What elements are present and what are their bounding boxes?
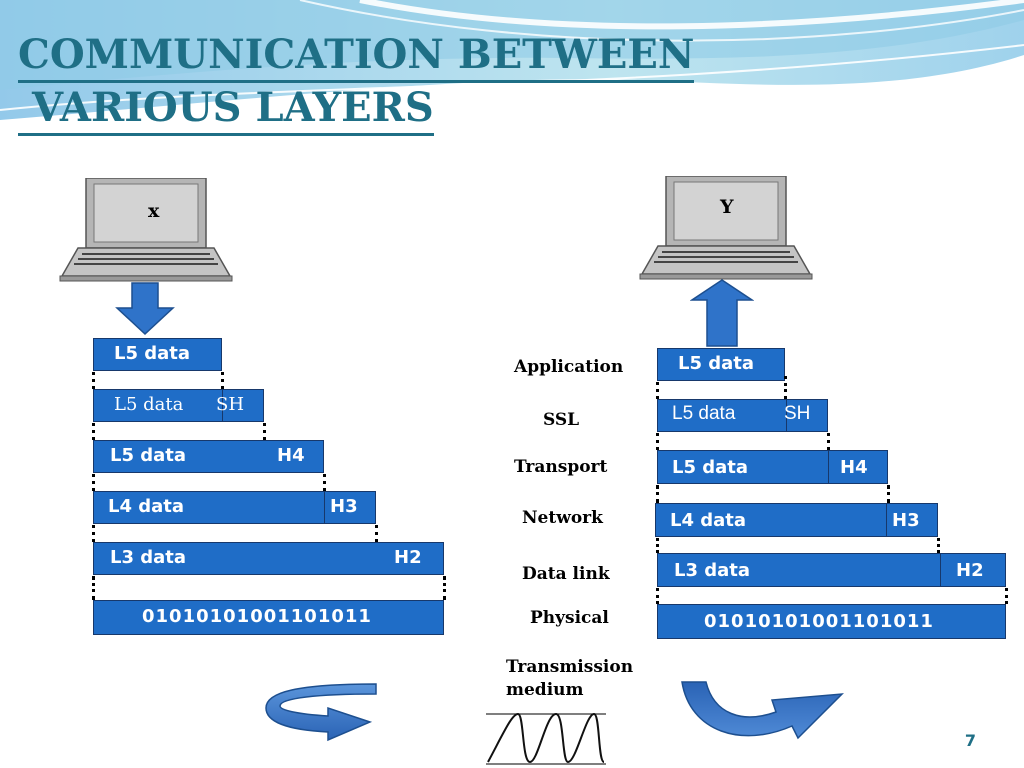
left-dots xyxy=(375,525,378,542)
right-dots xyxy=(1005,588,1008,604)
left-ssl-hdr: SH xyxy=(216,394,245,415)
layer-label-network: Network xyxy=(522,508,603,528)
left-dots xyxy=(92,372,95,389)
left-ssl-data: L5 data xyxy=(114,394,184,415)
right-ssl-data: L5 data xyxy=(672,403,736,424)
left-datalink-data: L3 data xyxy=(110,547,187,568)
left-dots xyxy=(92,423,95,440)
left-network-sep xyxy=(324,492,325,523)
left-network-data: L4 data xyxy=(108,496,185,517)
transmission-wave-icon xyxy=(486,712,606,765)
title-line-1: COMMUNICATION BETWEEN xyxy=(18,30,695,83)
left-dots xyxy=(92,525,95,542)
title-line-2: VARIOUS LAYERS xyxy=(18,83,434,136)
header-wave-decoration xyxy=(0,0,1024,120)
host-x-label: x xyxy=(148,200,160,222)
right-ssl-box: L5 data SH xyxy=(657,399,828,432)
right-ssl-hdr: SH xyxy=(784,403,811,424)
right-dots xyxy=(937,538,940,553)
left-datalink-hdr: H2 xyxy=(394,547,422,568)
right-dots xyxy=(887,485,890,503)
laptop-y-icon xyxy=(639,176,813,280)
left-transport-hdr: H4 xyxy=(277,445,305,466)
host-y-label: Y xyxy=(720,196,734,218)
left-network-box: L4 data H3 xyxy=(93,491,376,524)
layer-label-ssl: SSL xyxy=(543,410,580,430)
left-dots xyxy=(92,576,95,600)
right-dots xyxy=(656,485,659,503)
left-transport-box: L5 data H4 xyxy=(93,440,324,473)
layer-label-datalink: Data link xyxy=(522,564,610,584)
right-network-sep xyxy=(886,504,887,536)
right-datalink-data: L3 data xyxy=(674,560,751,581)
curved-arrow-right-icon xyxy=(265,683,377,742)
right-ssl-sep xyxy=(786,400,787,431)
left-dots xyxy=(323,474,326,491)
right-network-hdr: H3 xyxy=(892,510,920,531)
left-ssl-box: L5 data SH xyxy=(93,389,264,422)
medium-label-line1: Transmission xyxy=(506,657,634,677)
medium-label: Transmission medium xyxy=(506,656,633,702)
right-datalink-sep xyxy=(940,554,941,586)
right-dots xyxy=(656,433,659,450)
right-dots xyxy=(784,376,787,399)
left-dots xyxy=(221,372,224,389)
page-title: COMMUNICATION BETWEEN VARIOUS LAYERS xyxy=(18,30,695,136)
left-datalink-box: L3 data H2 xyxy=(93,542,444,575)
right-physical-box: 01010101001101011 xyxy=(657,604,1006,639)
right-transport-hdr: H4 xyxy=(840,457,868,478)
page-number: 7 xyxy=(964,731,976,750)
arrow-up-icon xyxy=(690,279,754,347)
right-network-box: L4 data H3 xyxy=(655,503,938,537)
left-dots xyxy=(263,423,266,440)
left-dots xyxy=(92,474,95,491)
right-l5-box: L5 data xyxy=(657,348,785,381)
right-datalink-hdr: H2 xyxy=(956,560,984,581)
right-datalink-box: L3 data H2 xyxy=(657,553,1006,587)
right-dots xyxy=(656,382,659,399)
laptop-x-icon xyxy=(59,178,233,282)
right-dots xyxy=(656,588,659,604)
layer-label-physical: Physical xyxy=(530,608,609,628)
left-bits: 01010101001101011 xyxy=(142,606,372,627)
curved-arrow-up-icon xyxy=(681,681,844,740)
right-dots xyxy=(656,538,659,553)
left-l5-text: L5 data xyxy=(114,343,191,364)
left-l5-box: L5 data xyxy=(93,338,222,371)
left-network-hdr: H3 xyxy=(330,496,358,517)
right-l5-text: L5 data xyxy=(678,353,755,374)
left-physical-box: 01010101001101011 xyxy=(93,600,444,635)
left-ssl-sep xyxy=(222,390,223,421)
left-transport-data: L5 data xyxy=(110,445,187,466)
layer-label-transport: Transport xyxy=(514,457,608,477)
layer-label-application: Application xyxy=(514,357,624,377)
left-dots xyxy=(443,576,446,600)
right-network-data: L4 data xyxy=(670,510,747,531)
right-transport-sep xyxy=(828,451,829,483)
right-dots xyxy=(827,433,830,450)
arrow-down-icon xyxy=(115,282,175,336)
medium-label-line2: medium xyxy=(506,680,584,700)
right-transport-data: L5 data xyxy=(672,457,749,478)
right-transport-box: L5 data H4 xyxy=(657,450,888,484)
right-bits: 01010101001101011 xyxy=(704,611,934,632)
